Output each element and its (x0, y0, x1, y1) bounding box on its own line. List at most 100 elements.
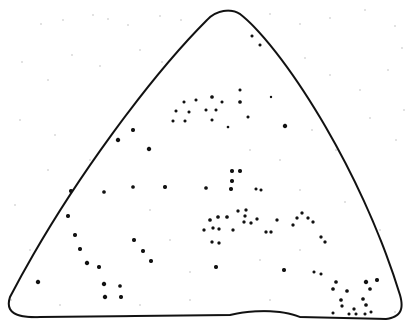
dot (300, 211, 303, 214)
dot (259, 44, 262, 47)
speck (299, 249, 300, 250)
dot (239, 89, 242, 92)
dot (163, 185, 167, 189)
speck (139, 304, 140, 305)
speck (279, 159, 280, 160)
speck (379, 229, 380, 230)
dot (275, 218, 278, 221)
speck (107, 18, 108, 19)
dot (282, 268, 286, 272)
dot (230, 169, 234, 173)
dot (208, 218, 212, 222)
dot (210, 240, 213, 243)
speck (169, 239, 170, 240)
dot (255, 188, 258, 191)
speck (19, 119, 20, 120)
speck (47, 169, 48, 170)
speck (394, 25, 395, 26)
speck (89, 159, 90, 160)
dot (334, 280, 338, 284)
dot (352, 307, 355, 310)
dot (217, 241, 220, 244)
dot (244, 208, 247, 211)
dot (131, 185, 135, 189)
dot (217, 227, 220, 230)
dot (210, 95, 214, 99)
dot (323, 240, 326, 243)
speck (329, 17, 330, 18)
speck (259, 259, 260, 260)
dot (283, 124, 287, 128)
dot (103, 295, 107, 299)
speck (335, 149, 336, 150)
dot (195, 99, 198, 102)
dot (141, 249, 145, 253)
speck (299, 189, 300, 190)
speck (180, 19, 181, 20)
speck (47, 79, 48, 80)
dot (243, 214, 246, 217)
dot (345, 289, 349, 293)
dot (247, 116, 250, 119)
speck (249, 149, 250, 150)
speck (329, 74, 330, 75)
dot (269, 230, 272, 233)
dot (375, 278, 379, 282)
dot (221, 101, 224, 104)
dot (147, 147, 151, 151)
dot (364, 280, 368, 284)
speck (62, 19, 63, 20)
dot (255, 217, 258, 220)
dot (216, 215, 220, 219)
dot (370, 311, 373, 314)
dot (331, 287, 335, 291)
dot (102, 190, 106, 194)
dot (236, 209, 239, 212)
dot (131, 128, 135, 132)
dot (320, 273, 323, 276)
speck (189, 271, 190, 272)
dot (306, 216, 309, 219)
dot (238, 169, 242, 173)
speck (159, 15, 160, 16)
dot (66, 214, 70, 218)
speck (387, 69, 388, 70)
dot (118, 284, 122, 288)
dot (205, 109, 208, 112)
speck (364, 9, 365, 10)
dot (183, 101, 186, 104)
dot (251, 35, 254, 38)
speck (395, 139, 396, 140)
dot (202, 228, 205, 231)
dot (238, 100, 242, 104)
dot (188, 111, 191, 114)
dot (172, 120, 175, 123)
dot (85, 261, 89, 265)
dot (364, 313, 367, 316)
speck (403, 109, 404, 110)
dot (291, 223, 294, 226)
dot (332, 312, 335, 315)
dot (339, 298, 343, 302)
dot (211, 119, 214, 122)
speck (21, 61, 22, 62)
dot (175, 110, 178, 113)
speck (401, 47, 402, 48)
dot (36, 280, 40, 284)
dot (340, 304, 343, 307)
dot (311, 220, 314, 223)
speck (92, 14, 93, 15)
speck (29, 249, 30, 250)
speck (394, 311, 395, 312)
dot (229, 187, 233, 191)
dot (184, 120, 187, 123)
speck (139, 49, 140, 50)
speck (344, 201, 345, 202)
dot (215, 109, 218, 112)
dot (119, 295, 123, 299)
dot (132, 238, 136, 242)
dot (368, 287, 372, 291)
speck (269, 299, 270, 300)
